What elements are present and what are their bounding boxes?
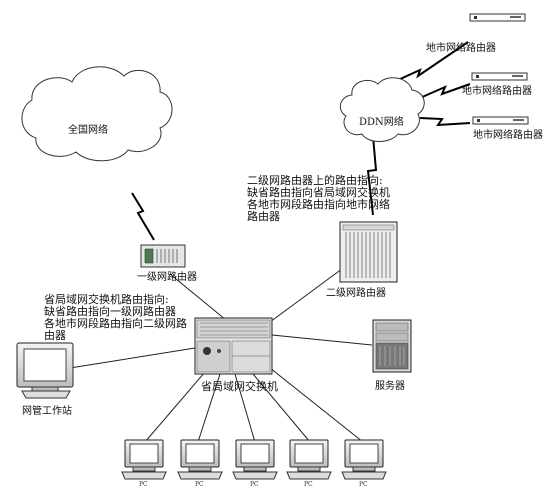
- level1-router: [140, 244, 186, 268]
- bolt-national-level1: [131, 192, 155, 241]
- note-line: 省局域网交换机路由指向:: [44, 293, 169, 306]
- city-router-2-label: 地市网络路由器: [462, 86, 532, 97]
- bolt-ddn-city1: [397, 41, 469, 81]
- pc-computer-3: [232, 439, 278, 480]
- pc-computer-2: [177, 439, 223, 480]
- level2-router: [339, 221, 398, 283]
- note-line: 二级网路由器上的路由指向:: [247, 174, 383, 187]
- pc-label: PC: [359, 481, 368, 488]
- switch-label: 省局域网交换机: [201, 380, 278, 393]
- workstation-computer: [16, 342, 74, 399]
- pc-computer-4: [286, 439, 332, 480]
- pc-label: PC: [304, 481, 313, 488]
- bolt-ddn-city3: [419, 117, 471, 127]
- note-line: 路由器: [247, 210, 280, 223]
- bolt-ddn-city2: [419, 83, 471, 99]
- note-line: 各地市网段路由指向地市网络: [247, 198, 390, 211]
- ddn-network-cloud: [339, 77, 425, 142]
- city-router-3: [472, 116, 529, 125]
- workstation-label: 网管工作站: [22, 406, 72, 417]
- pc-label: PC: [250, 481, 259, 488]
- note-line: 各地市网段路由指向二级网路: [44, 317, 187, 330]
- provincial-switch: [194, 317, 273, 375]
- server: [372, 319, 412, 373]
- city-router-3-label: 地市网络路由器: [473, 130, 543, 141]
- level2-routing-note: 二级网路由器上的路由指向: 缺省路由指向省局域网交换机 各地市网段路由指向地市网…: [247, 175, 390, 223]
- city-router-1: [469, 13, 526, 22]
- note-line: 缺省路由指向省局域网交换机: [247, 186, 390, 199]
- note-line: 缺省路由指向一级网路由器: [44, 305, 176, 318]
- pc-computer-5: [341, 439, 387, 480]
- pc-label: PC: [195, 481, 204, 488]
- national-network-label: 全国网络: [68, 125, 108, 136]
- switch-routing-note: 省局域网交换机路由指向: 缺省路由指向一级网路由器 各地市网段路由指向二级网路 …: [44, 294, 187, 342]
- wireless-links: [131, 41, 471, 241]
- city-router-2: [471, 72, 528, 81]
- city-router-1-label: 地市网络路由器: [426, 43, 496, 54]
- national-network-cloud: [21, 66, 173, 162]
- pc-label: PC: [139, 481, 148, 488]
- note-line: 由器: [44, 329, 66, 342]
- pc-computer-1: [121, 439, 167, 480]
- server-label: 服务器: [375, 381, 405, 392]
- connection-lines: [69, 262, 373, 443]
- bolt-ddn-level2: [366, 124, 378, 216]
- ddn-network-label: DDN网络: [359, 117, 404, 128]
- level1-router-label: 一级网路由器: [137, 272, 197, 283]
- level2-router-label: 二级网路由器: [326, 288, 386, 299]
